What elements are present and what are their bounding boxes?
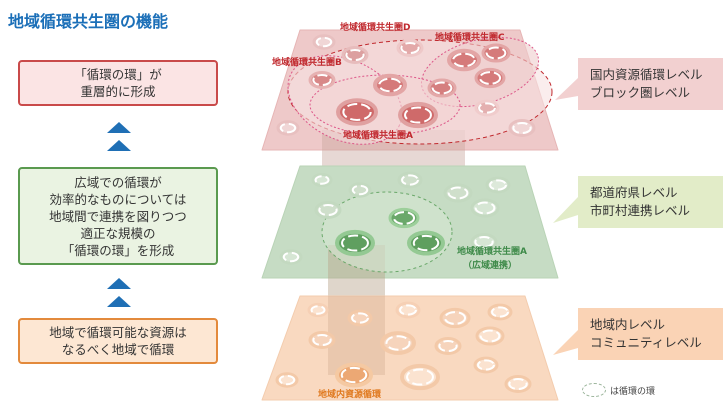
text: コミュニティレベル [590,335,702,350]
cycle-arrow-icon [400,41,420,55]
cycle-arrow-icon [282,251,300,263]
label-local-cycle: 地域内資源循環 [318,388,382,400]
cycle-arrow-icon [341,234,369,252]
text: 「循環の環」を形成 [61,242,175,258]
callout-national: 国内資源循環レベルブロック圏レベル [578,58,723,110]
cycle-arrow-icon [312,333,332,347]
text: 広域での循環が [74,174,162,190]
cycle-arrow-icon [474,235,494,249]
cycle-arrow-icon [404,106,432,124]
cycle-arrow-icon [447,186,469,200]
text: 地域で循環可能な資源は [49,325,187,340]
callout-pointer-green [553,197,578,223]
text: 国内資源循環レベル [590,67,703,82]
cycle-arrow-icon [489,179,507,191]
legend-text: は循環の環 [610,386,656,397]
cycle-arrow-icon [342,103,372,121]
cycle-arrow-icon [378,77,402,93]
cycle-arrow-icon [452,52,476,68]
up-arrow-icon [107,278,131,289]
cycle-arrow-icon [340,366,368,384]
cycle-arrow-icon [431,81,453,95]
up-arrow-icon [107,296,131,307]
cycle-arrow-icon [477,359,495,371]
cycle-arrow-icon [474,201,496,215]
box-layered-rings: 「循環の環」が重層的に形成 [18,60,218,106]
callout-community: 地域内レベルコミュニティレベル [578,308,723,360]
cycle-arrow-icon [512,121,532,135]
cycle-arrow-icon [351,184,369,196]
cycle-arrow-icon [438,339,458,353]
cycle-arrow-icon [315,36,333,48]
cycle-arrow-icon [310,305,326,315]
text: ブロック圏レベル [590,85,691,100]
text: 効率的なものについては [49,191,187,207]
label-region-d: 地域循環共生圏D [340,21,410,33]
text: 「循環の環」が [74,67,162,82]
label-green-region-a: 地域循環共生圏A [457,245,527,257]
text: 重層的に形成 [80,84,156,99]
legend: は循環の環 [582,383,655,397]
cycle-arrow-icon [401,174,419,186]
cycle-arrow-icon [485,46,507,60]
cycle-arrow-icon [406,368,434,386]
text: 地域内レベル [590,317,666,332]
cycle-arrow-icon [508,377,528,391]
callout-pointer-orange [553,330,578,355]
cycle-arrow-icon [312,73,332,87]
cycle-arrow-icon [412,234,440,252]
up-arrow-icon [107,122,131,133]
cycle-arrow-icon [351,312,369,324]
text: 適正な規模の [80,225,156,241]
text: 地域間で連携を図りつつ [49,208,187,224]
box-wide-area: 広域での循環が効率的なものについては地域間で連携を図りつつ適正な規模の「循環の環… [18,167,218,265]
cycle-arrow-icon [478,102,496,114]
text: なるべく地域で循環 [61,342,175,357]
cycle-arrow-icon [392,211,416,225]
callout-prefecture: 都道府県レベル市町村連携レベル [578,176,723,228]
ring-icon [582,383,606,397]
cycle-arrow-icon [279,122,297,134]
cycle-arrow-icon [318,203,338,217]
text: 都道府県レベル [590,185,678,200]
cycle-arrow-icon [385,335,411,351]
cycle-arrow-icon [314,175,330,185]
cycle-arrow-icon [399,304,417,316]
diagram-title: 地域循環共生圏の機能 [8,12,169,31]
box-local: 地域で循環可能な資源はなるべく地域で循環 [18,318,218,364]
callout-pointer-red [555,78,578,100]
text: 市町村連携レベル [590,203,691,218]
label-green-region-a-sub: （広域連携） [463,259,517,271]
up-arrow-icon [107,140,131,151]
cycle-arrow-icon [478,71,502,85]
cycle-arrow-icon [443,311,467,325]
label-region-b: 地域循環共生圏B [272,56,342,68]
label-region-a: 地域循環共生圏A [343,129,413,141]
cycle-arrow-icon [278,374,296,386]
cycle-arrow-icon [479,329,501,343]
cycle-arrow-icon [345,48,365,62]
label-region-c: 地域循環共生圏C [435,31,505,43]
cycle-arrow-icon [491,306,509,318]
